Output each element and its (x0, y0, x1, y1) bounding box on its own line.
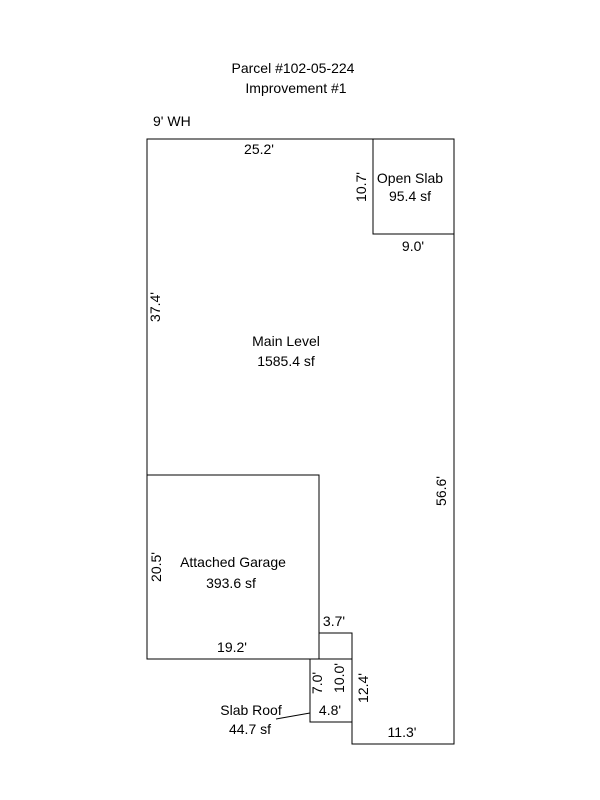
dim-open-slab-width: 9.0' (402, 238, 424, 254)
open-slab-outline (372, 139, 454, 235)
dim-slab-roof-height: 7.0' (309, 672, 325, 694)
building-outline (146, 138, 455, 745)
main-level-name: Main Level (252, 333, 320, 349)
dim-garage-width: 19.2' (217, 639, 247, 655)
parcel-title: Parcel #102-05-224 (232, 60, 355, 76)
garage-area: 393.6 sf (206, 575, 256, 591)
dim-right-side: 56.6' (433, 476, 449, 506)
dim-left-upper: 37.4' (147, 292, 163, 322)
dim-step-outer: 12.4' (355, 673, 371, 703)
dim-top-width: 25.2' (244, 141, 274, 157)
slab-roof-name: Slab Roof (220, 702, 282, 718)
slab-roof-area: 44.7 sf (229, 721, 271, 737)
open-slab-name: Open Slab (377, 170, 443, 186)
slab-roof-outline (309, 658, 353, 723)
garage-name: Attached Garage (180, 554, 286, 570)
dim-open-slab-height: 10.7' (353, 172, 369, 202)
improvement-title: Improvement #1 (245, 80, 346, 96)
garage-outline (147, 474, 320, 633)
dim-bottom-width: 11.3' (388, 724, 417, 740)
open-slab-area: 95.4 sf (389, 188, 431, 204)
dim-step-width: 3.7' (323, 613, 345, 629)
dim-step-inner: 10.0' (331, 663, 347, 693)
dim-slab-roof-width: 4.8' (319, 702, 341, 718)
dim-garage-height: 20.5' (148, 552, 164, 582)
main-level-area: 1585.4 sf (257, 353, 315, 369)
water-heater-label: 9' WH (153, 113, 191, 129)
slab-roof-leader (275, 712, 311, 720)
